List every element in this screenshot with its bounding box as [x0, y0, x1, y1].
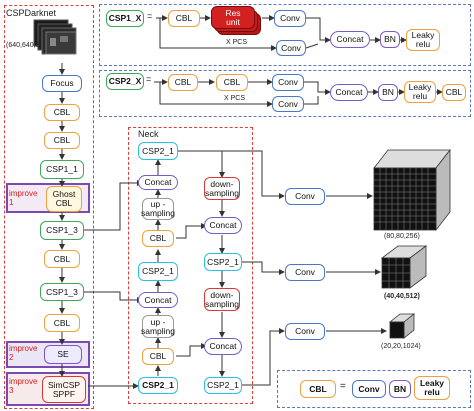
neck-csp2-1-a: CSP2_1: [138, 262, 178, 281]
neck-concat-3: Concat: [204, 217, 242, 234]
neck-downsampling-1: down- sampling: [204, 177, 240, 200]
legend-csp2x-xpcs: X PCS: [224, 95, 246, 102]
legend-res-unit: Res unit: [211, 6, 255, 29]
neck-cbl-1: CBL: [142, 230, 174, 247]
legend-csp2x-leaky: Leaky relu: [404, 81, 436, 103]
cbl-legend-frame: [277, 370, 471, 408]
neck-concat-2: Concat: [138, 292, 178, 308]
head-conv-3: Conv: [285, 323, 325, 340]
backbone-cbl-3: CBL: [44, 250, 80, 268]
backbone-csp1-1: CSP1_1: [40, 160, 84, 179]
output-large-label: (80,80,256): [384, 233, 420, 240]
legend-csp2x-concat: Concat: [330, 84, 368, 101]
legend-cbl-bn: BN: [389, 380, 411, 398]
legend-csp1x-conv-bottom: Conv: [276, 40, 306, 56]
legend-csp2x-conv-bottom: Conv: [272, 96, 304, 112]
legend-csp1x-conv-top: Conv: [274, 10, 306, 27]
neck-concat-1: Concat: [138, 175, 178, 190]
neck-csp2-1-b: CSP2_1: [204, 253, 242, 271]
legend-csp2x-cbl-3: CBL: [442, 84, 466, 101]
neck-csp2-1-c: CSP2_1: [204, 377, 242, 394]
legend-csp1x-xpcs: X PCS: [226, 39, 248, 46]
legend-csp2x-cbl-1: CBL: [168, 74, 198, 91]
input-size-label: (640,640,3): [6, 42, 42, 49]
backbone-cbl-2: CBL: [44, 132, 80, 149]
backbone-cbl-4: CBL: [44, 314, 80, 332]
backbone-csp1-3-b: CSP1_3: [40, 283, 84, 301]
ghost-cbl-node: Ghost CBL: [46, 186, 82, 212]
backbone-csp1-3-a: CSP1_3: [40, 221, 84, 240]
legend-cbl-leaky: Leaky relu: [414, 376, 450, 400]
neck-csp2-1-bottom-left: CSP2_1: [138, 377, 178, 394]
legend-csp2x-bn: BN: [378, 84, 398, 101]
legend-csp1x: CSP1_X: [106, 10, 144, 27]
head-conv-1: Conv: [285, 188, 325, 205]
legend-csp2x-conv-top: Conv: [272, 74, 304, 91]
legend-csp2x-cbl-2: CBL: [216, 74, 248, 91]
legend-csp1x-bn: BN: [380, 31, 400, 48]
backbone-cbl-1: CBL: [44, 104, 80, 121]
legend-cbl-conv: Conv: [352, 380, 386, 398]
output-small-label: (20,20,1024): [381, 343, 421, 350]
legend-cbl-equals: =: [340, 381, 346, 392]
neck-frame: [128, 127, 253, 404]
legend-csp2x: CSP2_X: [106, 73, 144, 90]
neck-csp2-1-top: CSP2_1: [138, 142, 178, 160]
legend-csp1x-leaky: Leaky relu: [406, 29, 440, 51]
backbone-frame: [4, 5, 94, 409]
neck-title: Neck: [138, 129, 159, 139]
csp1x-legend-frame: [99, 4, 471, 66]
neck-downsampling-2: down- sampling: [204, 288, 240, 311]
backbone-title: CSPDarknet: [6, 8, 57, 18]
neck-concat-4: Concat: [204, 338, 242, 355]
csp2x-legend-frame: [99, 70, 471, 117]
neck-upsampling-2: up - sampling: [141, 315, 175, 338]
neck-upsampling-1: up - sampling: [140, 198, 176, 220]
head-conv-2: Conv: [285, 264, 325, 281]
output-cube-small: [388, 313, 416, 339]
simcsp-sppf-node: SimCSP SPPF: [42, 376, 86, 403]
improve2-label: improve 2: [9, 344, 38, 362]
output-cube-large: [373, 148, 451, 232]
focus-node: Focus: [42, 75, 82, 92]
input-image-icon: [33, 19, 77, 55]
improve3-label: improve 3: [9, 377, 38, 395]
legend-cbl: CBL: [300, 380, 336, 398]
neck-cbl-2: CBL: [142, 348, 174, 365]
legend-csp1x-concat: Concat: [330, 31, 370, 48]
legend-csp2x-equals: =: [146, 74, 152, 84]
legend-csp1x-equals: =: [147, 11, 153, 21]
improve1-label: improve 1: [9, 189, 38, 207]
legend-csp1x-cbl: CBL: [168, 10, 200, 27]
output-medium-label: (40,40,512): [384, 293, 420, 300]
output-cube-medium: [380, 245, 428, 289]
se-node: SE: [44, 345, 82, 364]
